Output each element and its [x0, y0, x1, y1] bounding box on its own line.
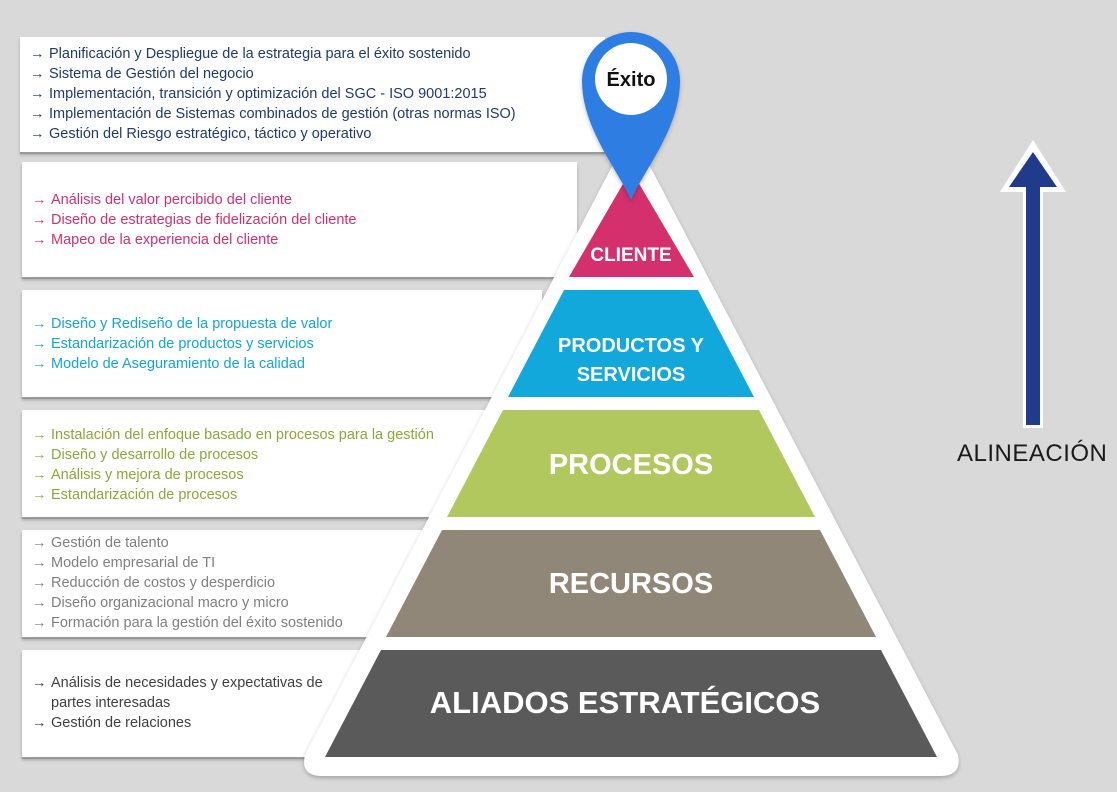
arrow-icon: → [32, 467, 47, 483]
arrow-icon: → [30, 106, 45, 122]
recursos-list: →Gestión de talento →Modelo empresarial … [32, 533, 343, 633]
tier-recursos-label: RECURSOS [549, 568, 713, 600]
tier-aliados [325, 650, 937, 757]
arrow-icon: → [32, 427, 47, 443]
arrow-icon: → [32, 336, 47, 352]
arrow-icon: → [32, 316, 47, 332]
arrow-icon: → [30, 126, 45, 142]
list-item: →Mapeo de la experiencia del cliente [32, 232, 279, 248]
tier-cliente-label: CLIENTE [590, 245, 671, 266]
tier-aliados-label: ALIADOS ESTRATÉGICOS [430, 685, 820, 720]
list-item: →Diseño y Rediseño de la propuesta de va… [32, 316, 333, 332]
pin-label: Éxito [607, 68, 656, 91]
tier-productos-label-line2: SERVICIOS [577, 364, 686, 386]
list-item: →Análisis de necesidades y expectativas … [32, 675, 323, 711]
tier-cliente [569, 170, 694, 277]
tier-recursos [386, 530, 876, 637]
arrow-icon: → [32, 447, 47, 463]
alignment-label: ALINEACIÓN [957, 440, 1108, 467]
arrow-icon: → [30, 66, 45, 82]
list-item: →Implementación, transición y optimizaci… [30, 86, 487, 102]
list-item: →Análisis y mejora de procesos [32, 467, 244, 483]
list-item: →Planificación y Despliegue de la estrat… [30, 46, 471, 62]
location-pin-icon: Éxito [582, 32, 680, 200]
list-item: →Diseño organizacional macro y micro [32, 595, 289, 611]
panel-productos: →Diseño y Rediseño de la propuesta de va… [22, 290, 542, 397]
arrow-icon: → [32, 675, 47, 691]
tier-productos [508, 290, 754, 397]
arrow-icon: → [32, 212, 47, 228]
strategy-list: →Planificación y Despliegue de la estrat… [30, 44, 516, 144]
panel-strategy: →Planificación y Despliegue de la estrat… [20, 37, 605, 152]
aliados-list: →Análisis de necesidades y expectativas … [32, 673, 332, 733]
arrow-up-icon [1000, 140, 1066, 428]
list-item: →Formación para la gestión del éxito sos… [32, 615, 343, 631]
list-item: →Modelo empresarial de TI [32, 555, 216, 571]
list-item: →Gestión de talento [32, 535, 169, 551]
arrow-icon: → [32, 595, 47, 611]
arrow-icon: → [32, 356, 47, 372]
list-item: →Reducción de costos y desperdicio [32, 575, 276, 591]
panel-procesos: →Instalación del enfoque basado en proce… [22, 410, 492, 517]
productos-list: →Diseño y Rediseño de la propuesta de va… [32, 314, 332, 374]
list-item: →Instalación del enfoque basado en proce… [32, 427, 434, 443]
arrow-icon: → [32, 535, 47, 551]
arrow-icon: → [32, 715, 47, 731]
arrow-icon: → [32, 232, 47, 248]
tier-productos-label-line1: PRODUCTOS Y [558, 335, 705, 357]
arrow-icon: → [30, 86, 45, 102]
tier-procesos-label: PROCESOS [549, 449, 713, 481]
list-item: →Sistema de Gestión del negocio [30, 66, 254, 82]
list-item: →Análisis del valor percibido del client… [32, 192, 292, 208]
arrow-icon: → [32, 487, 47, 503]
arrow-icon: → [32, 615, 47, 631]
list-item: →Gestión de relaciones [32, 715, 192, 731]
list-item: →Modelo de Aseguramiento de la calidad [32, 356, 305, 372]
arrow-icon: → [32, 575, 47, 591]
cliente-list: →Análisis del valor percibido del client… [32, 190, 357, 250]
list-item: →Estandarización de procesos [32, 487, 238, 503]
procesos-list: →Instalación del enfoque basado en proce… [32, 425, 434, 505]
list-item: →Estandarización de productos y servicio… [32, 336, 314, 352]
list-item: →Diseño de estrategias de fidelización d… [32, 212, 357, 228]
arrow-icon: → [32, 555, 47, 571]
arrow-icon: → [32, 192, 47, 208]
list-item: →Gestión del Riesgo estratégico, táctico… [30, 126, 372, 142]
panel-cliente: →Análisis del valor percibido del client… [22, 162, 577, 277]
tier-procesos [447, 410, 815, 517]
arrow-icon: → [30, 46, 45, 62]
list-item: →Diseño y desarrollo de procesos [32, 447, 259, 463]
list-item: →Implementación de Sistemas combinados d… [30, 106, 516, 122]
